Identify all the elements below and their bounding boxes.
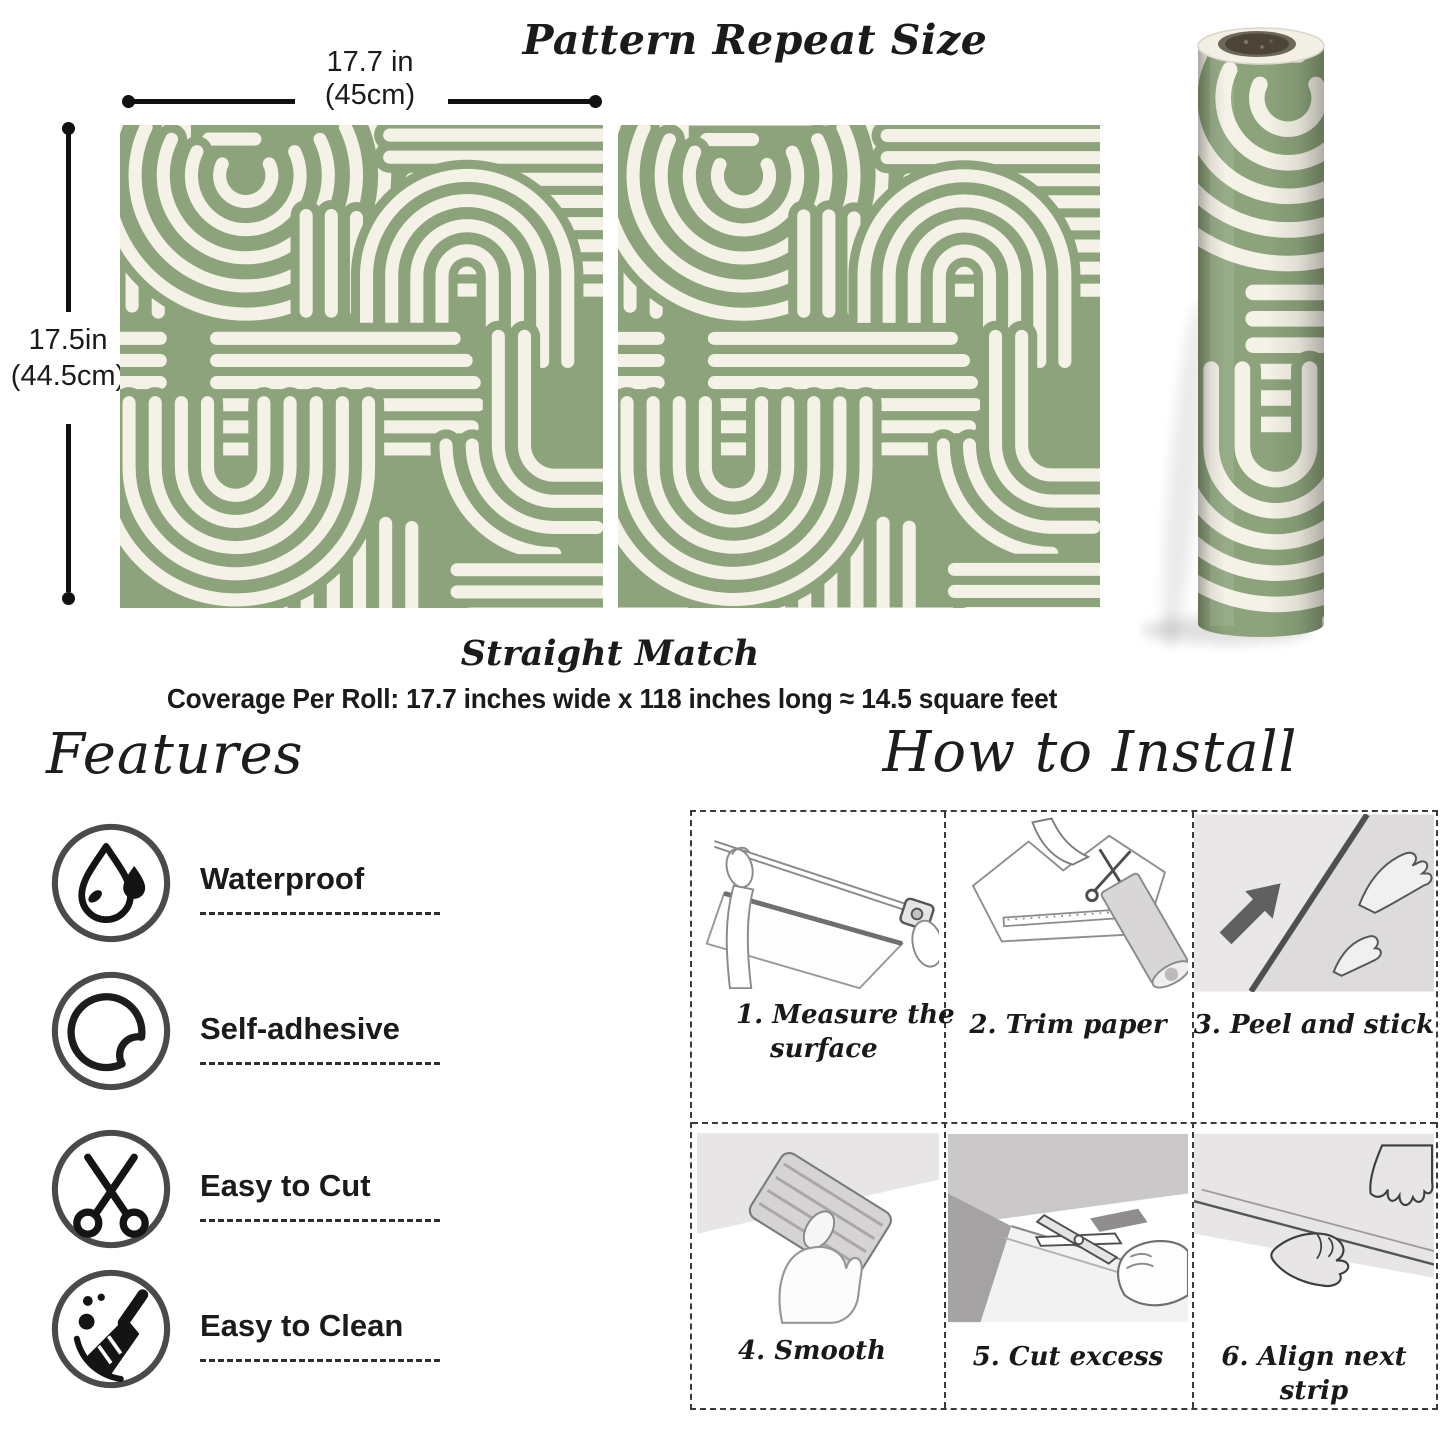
install-step-5: 5. Cut excess	[944, 1122, 1192, 1408]
dimension-dot	[589, 95, 602, 108]
height-dimension-line	[66, 424, 71, 592]
scissors-icon	[51, 1129, 171, 1249]
height-dimension-inches: 17.5in	[28, 324, 108, 356]
install-step-2: 2. Trim paper	[944, 812, 1192, 1122]
align-next-strip-illustration	[1194, 1133, 1434, 1323]
height-dimension-line	[66, 132, 71, 312]
width-dimension-inches: 17.7 in	[326, 46, 414, 78]
roll-shadow	[1162, 301, 1206, 651]
peel-and-stick-illustration	[1194, 814, 1434, 992]
dimension-dot	[122, 95, 135, 108]
page-title: Pattern Repeat Size	[522, 16, 988, 64]
arrow-up-right-icon	[1219, 883, 1281, 945]
cut-excess-illustration	[948, 1133, 1188, 1323]
match-type-label: Straight Match	[460, 633, 760, 674]
grid-divider	[692, 1122, 1436, 1124]
install-step-4: 4. Smooth	[692, 1122, 944, 1408]
install-step-label: 2. Trim paper	[969, 1010, 1167, 1040]
smooth-squeegee-illustration	[697, 1133, 939, 1324]
feature-label-waterproof: Waterproof	[200, 861, 440, 915]
feature-label-easy-to-cut: Easy to Cut	[200, 1168, 440, 1222]
pattern-swatch-left	[120, 125, 603, 608]
install-step-label: 6. Align next strip	[1221, 1342, 1407, 1407]
feature-label-self-adhesive: Self-adhesive	[200, 1011, 440, 1065]
height-dimension-cm: (44.5cm)	[10, 360, 126, 392]
width-dimension-line	[130, 99, 295, 104]
wallpaper-roll	[1141, 27, 1325, 651]
pattern-swatch-right	[618, 125, 1100, 608]
dimension-dot	[62, 592, 75, 605]
grid-divider	[944, 812, 946, 1408]
install-step-6: 6. Align next strip	[1192, 1122, 1436, 1408]
install-heading: How to Install	[882, 720, 1298, 785]
trim-paper-illustration	[948, 817, 1188, 989]
dimension-dot	[62, 122, 75, 135]
install-step-label: 5. Cut excess	[972, 1342, 1164, 1372]
grid-divider	[1192, 812, 1194, 1408]
sticker-peel-icon	[51, 971, 171, 1091]
measuring-tape-illustration	[697, 817, 939, 989]
coverage-text: Coverage Per Roll: 17.7 inches wide x 11…	[166, 683, 1058, 714]
water-drop-icon	[51, 823, 171, 943]
broom-icon	[51, 1269, 171, 1389]
features-heading: Features	[46, 722, 304, 787]
install-step-1: 1. Measure the surface	[692, 812, 955, 1122]
width-dimension-line	[448, 99, 593, 104]
install-step-label: 1. Measure the surface	[736, 1000, 955, 1065]
width-dimension-cm: (45cm)	[324, 79, 416, 111]
install-step-3: 3. Peel and stick	[1192, 812, 1436, 1122]
feature-label-easy-to-clean: Easy to Clean	[200, 1308, 440, 1362]
install-steps-grid: 1. Measure the surface	[690, 810, 1438, 1410]
install-step-label: 4. Smooth	[738, 1336, 887, 1366]
install-step-label: 3. Peel and stick	[1193, 1010, 1435, 1040]
